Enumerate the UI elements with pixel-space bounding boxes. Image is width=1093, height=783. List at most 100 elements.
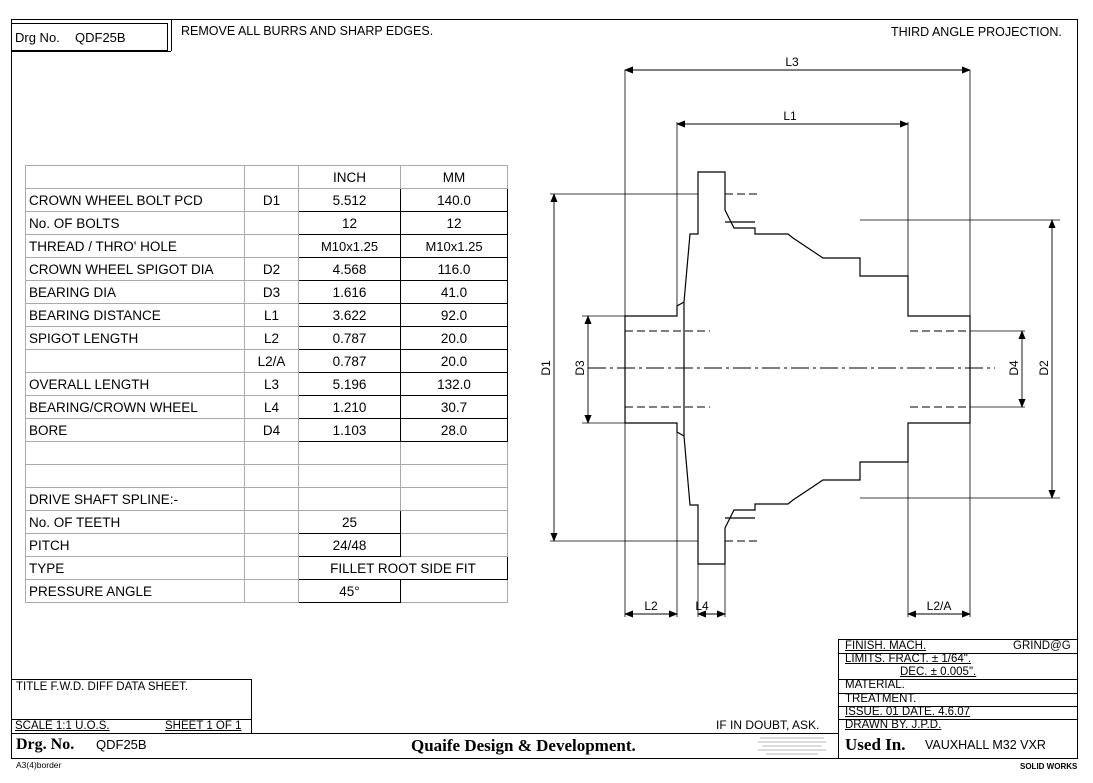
dim-label-D3: D3	[573, 360, 587, 376]
drawing-number-value: QDF25B	[75, 30, 126, 45]
dim-label-L4: L4	[695, 599, 709, 613]
row-mm: 28.0	[400, 418, 508, 442]
table-row: L2/A 0.787 20.0	[25, 349, 508, 373]
row-symbol: L3	[244, 372, 299, 396]
differential-drawing: L3 L1 L2 L4 L2/A D1 D3 D4 D2	[539, 55, 1060, 618]
row-mm: 20.0	[400, 326, 508, 350]
table-row: BEARING/CROWN WHEEL L4 1.210 30.7	[25, 395, 508, 419]
row-name: THREAD / THRO' HOLE	[25, 234, 245, 258]
row-symbol	[244, 234, 299, 258]
row-symbol: L1	[244, 303, 299, 327]
row-name: TYPE	[25, 556, 245, 580]
finish-text: FINISH. MACH.	[845, 640, 927, 652]
fine-print-icon	[758, 737, 826, 755]
spec-table: INCH MM CROWN WHEEL BOLT PCD D1 5.512 14…	[25, 165, 508, 603]
table-row: THREAD / THRO' HOLE M10x1.25 M10x1.25	[25, 234, 508, 258]
table-row: OVERALL LENGTH L3 5.196 132.0	[25, 372, 508, 396]
row-name: No. OF BOLTS	[25, 211, 245, 235]
table-row: CROWN WHEEL SPIGOT DIA D2 4.568 116.0	[25, 257, 508, 281]
row-name: PITCH	[25, 533, 245, 557]
drawing-number-label: Drg No.	[15, 30, 60, 45]
row-name: No. OF TEETH	[25, 510, 245, 534]
dim-label-L3: L3	[785, 55, 799, 69]
row-name: CROWN WHEEL SPIGOT DIA	[25, 257, 245, 281]
row-value: 24/48	[298, 533, 401, 557]
row-name: CROWN WHEEL BOLT PCD	[25, 188, 245, 212]
row-symbol: D1	[244, 188, 299, 212]
footer-drawing-number-label: Drg. No.	[16, 736, 75, 753]
row-inch: 12	[298, 211, 401, 235]
row-value: FILLET ROOT SIDE FIT	[298, 556, 508, 580]
table-header-row: INCH MM	[25, 165, 508, 189]
spline-title: DRIVE SHAFT SPLINE:-	[25, 487, 245, 511]
row-mm: 140.0	[400, 188, 508, 212]
table-row: TYPE FILLET ROOT SIDE FIT	[25, 556, 508, 580]
table-row: SPIGOT LENGTH L2 0.787 20.0	[25, 326, 508, 350]
table-row: No. OF BOLTS 12 12	[25, 211, 508, 235]
dim-label-D2: D2	[1037, 360, 1051, 376]
used-in-label: Used In.	[845, 735, 906, 754]
row-name: OVERALL LENGTH	[25, 372, 245, 396]
software-name: SOLID WORKS	[1020, 762, 1078, 771]
limits-text: LIMITS. FRACT. ± 1/64".	[845, 653, 972, 665]
confidentiality-notice	[752, 735, 832, 757]
footer-drawing-number-value: QDF25B	[96, 737, 147, 752]
row-inch: 5.512	[298, 188, 401, 212]
table-row-empty	[25, 441, 508, 465]
row-inch: 4.568	[298, 257, 401, 281]
row-value: 25	[298, 510, 401, 534]
row-mm: 30.7	[400, 395, 508, 419]
table-row: BEARING DISTANCE L1 3.622 92.0	[25, 303, 508, 327]
table-row-empty	[25, 464, 508, 488]
row-name: PRESSURE ANGLE	[25, 579, 245, 603]
table-row: BEARING DIA D3 1.616 41.0	[25, 280, 508, 304]
row-inch: 1.210	[298, 395, 401, 419]
grind-text: GRIND@G	[1013, 640, 1071, 652]
sheet-text: SHEET 1 OF 1	[165, 720, 242, 732]
scale-text: SCALE 1:1 U.O.S.	[15, 720, 110, 732]
row-name: BEARING DIA	[25, 280, 245, 304]
column-header-mm: MM	[400, 165, 508, 189]
drawn-by-text: DRAWN BY. J.P.D.	[845, 719, 942, 731]
row-name: SPIGOT LENGTH	[25, 326, 245, 350]
table-row: PRESSURE ANGLE 45°	[25, 579, 508, 603]
treatment-text: TREATMENT.	[845, 693, 917, 705]
column-header-inch: INCH	[298, 165, 401, 189]
table-row: PITCH 24/48	[25, 533, 508, 557]
dim-label-D4: D4	[1007, 360, 1021, 376]
border-template-name: A3(4)border	[16, 760, 62, 770]
drawing-border	[11, 19, 1078, 759]
table-row: CROWN WHEEL BOLT PCD D1 5.512 140.0	[25, 188, 508, 212]
row-name	[25, 349, 245, 373]
row-mm: 12	[400, 211, 508, 235]
row-mm: 41.0	[400, 280, 508, 304]
row-value: 45°	[298, 579, 401, 603]
doubt-note: IF IN DOUBT, ASK.	[716, 718, 820, 732]
row-symbol: D2	[244, 257, 299, 281]
company-name: Quaife Design & Development.	[411, 736, 636, 755]
table-row: BORE D4 1.103 28.0	[25, 418, 508, 442]
spline-title-row: DRIVE SHAFT SPLINE:-	[25, 487, 508, 511]
used-in-value: VAUXHALL M32 VXR	[925, 738, 1046, 752]
row-name: BORE	[25, 418, 245, 442]
row-mm: 20.0	[400, 349, 508, 373]
table-row: No. OF TEETH 25	[25, 510, 508, 534]
title-text: TITLE F.W.D. DIFF DATA SHEET.	[16, 681, 189, 693]
row-symbol	[244, 211, 299, 235]
row-symbol: L2	[244, 326, 299, 350]
row-inch: 0.787	[298, 326, 401, 350]
row-name: BEARING DISTANCE	[25, 303, 245, 327]
row-mm: 92.0	[400, 303, 508, 327]
dim-label-L1: L1	[783, 109, 797, 123]
dim-label-L2A: L2/A	[927, 599, 952, 613]
drawing-number-box	[11, 23, 168, 51]
general-note: REMOVE ALL BURRS AND SHARP EDGES.	[181, 24, 434, 38]
row-inch: 3.622	[298, 303, 401, 327]
issue-text: ISSUE. 01 DATE. 4.6.07	[845, 706, 971, 718]
material-text: MATERIAL.	[845, 679, 905, 691]
dec-text: DEC. ± 0.005".	[900, 666, 977, 678]
row-mm: 116.0	[400, 257, 508, 281]
row-symbol: L2/A	[244, 349, 299, 373]
row-symbol: D3	[244, 280, 299, 304]
row-mm: M10x1.25	[400, 234, 508, 258]
